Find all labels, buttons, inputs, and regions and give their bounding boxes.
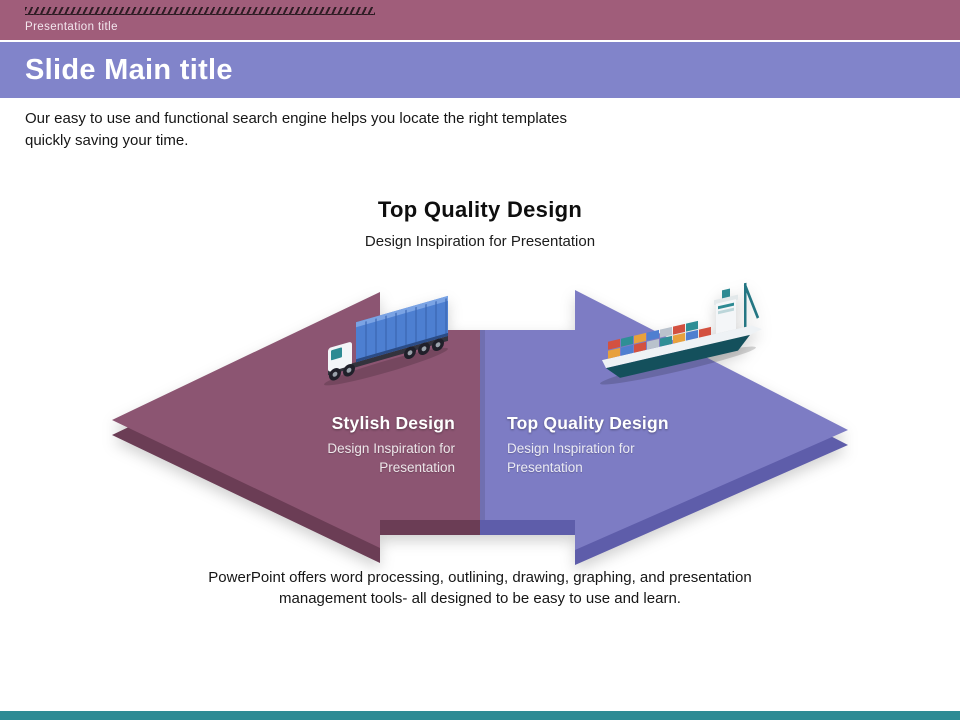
slide-title: Slide Main title: [25, 54, 233, 86]
ship-icon: [600, 282, 762, 385]
seam-shadow: [480, 330, 485, 520]
hatch-decoration: [25, 7, 375, 15]
intro-text: Our easy to use and functional search en…: [25, 110, 567, 149]
arrows-diagram: [112, 282, 848, 565]
section-title: Top Quality Design: [377, 197, 583, 222]
right-arrow-title: Top Quality Design: [507, 413, 669, 433]
left-arrow-text: Stylish Design Design Inspiration for Pr…: [280, 413, 455, 477]
right-arrow-face: [480, 290, 848, 550]
truck-icon: [324, 295, 448, 386]
header-band: Slide Main title: [0, 42, 960, 98]
left-arrow-subtitle: Design Inspiration for Presentation: [327, 441, 455, 475]
top-bar: Presentation title: [0, 0, 960, 40]
presentation-title: Presentation title: [25, 21, 118, 33]
right-arrow-subtitle: Design Inspiration for Presentation: [507, 441, 635, 475]
left-arrow-title: Stylish Design: [331, 413, 455, 433]
section-subtitle: Design Inspiration for Presentation: [364, 233, 596, 250]
footer-note: PowerPoint offers word processing, outli…: [208, 569, 752, 607]
right-arrow-text: Top Quality Design Design Inspiration fo…: [507, 413, 697, 477]
bottom-bar: [0, 711, 960, 720]
